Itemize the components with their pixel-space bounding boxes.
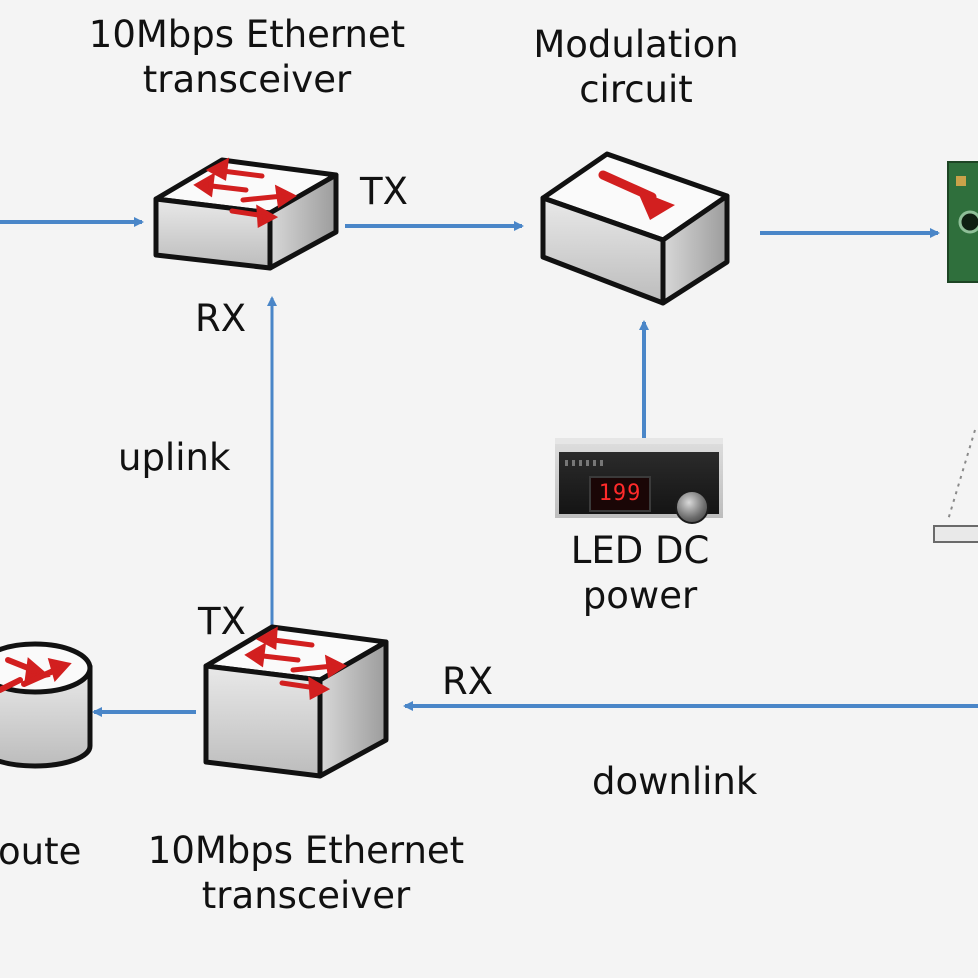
bottom-transceiver-icon bbox=[203, 624, 389, 779]
power-supply-panel: 199 bbox=[559, 452, 719, 524]
bottom-tx-label: TX bbox=[198, 600, 246, 643]
uplink-label: uplink bbox=[118, 436, 231, 479]
bottom-transceiver-label: 10Mbps Ethernet transceiver bbox=[148, 828, 464, 918]
power-supply-knob-icon bbox=[675, 490, 709, 524]
power-supply-icon: 199 bbox=[555, 438, 723, 524]
receiver-board-icon bbox=[947, 161, 978, 283]
arrows bbox=[0, 217, 978, 717]
bottom-rx-label: RX bbox=[442, 660, 494, 703]
bottom-transceiver-label-line2: transceiver bbox=[201, 874, 411, 918]
top-transceiver-label: 10Mbps Ethernet transceiver bbox=[89, 12, 405, 102]
power-label-line1: LED DC bbox=[570, 529, 710, 572]
modulation-label-line1: Modulation bbox=[533, 23, 739, 66]
power-label: LED DC power bbox=[571, 528, 710, 618]
top-transceiver-label-line1: 10Mbps Ethernet bbox=[88, 13, 406, 56]
top-tx-label: TX bbox=[360, 170, 408, 213]
power-label-line2: power bbox=[582, 574, 698, 618]
power-supply-vents bbox=[565, 460, 605, 466]
modulation-label: Modulation circuit bbox=[533, 22, 738, 112]
top-rx-label: RX bbox=[195, 297, 247, 340]
top-transceiver-icon bbox=[153, 157, 339, 271]
router-icon bbox=[0, 641, 93, 769]
modulation-label-line2: circuit bbox=[579, 68, 693, 112]
downlink-label: downlink bbox=[592, 760, 758, 803]
top-transceiver-label-line2: transceiver bbox=[142, 58, 352, 102]
receiver-stand-icon bbox=[933, 429, 978, 543]
power-supply-display: 199 bbox=[589, 476, 651, 512]
bottom-transceiver-label-line1: 10Mbps Ethernet bbox=[147, 829, 465, 872]
modulation-icon bbox=[540, 151, 730, 306]
router-label: oute bbox=[0, 830, 82, 873]
